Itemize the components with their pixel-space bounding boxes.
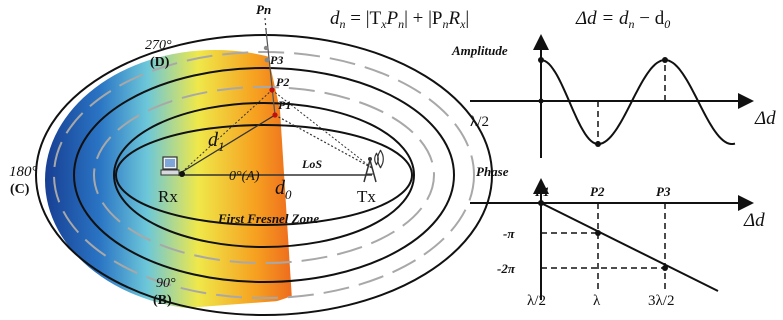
phase-point-p3 [662,265,668,271]
phase-label-p1: P1 [535,184,549,199]
phase-point-p2 [595,230,601,236]
p3-point [265,58,270,63]
phase-x-tick-1: λ/2 [527,293,546,309]
label-180: 180° [9,164,38,180]
label-fresnel-zone: First Fresnel Zone [217,211,319,226]
phase-tick-pi: -π [503,226,515,241]
label-zero: 0°(A) [229,169,260,184]
amp-x-label: Δd [754,108,776,129]
amp-point-min [595,141,601,147]
phase-x-tick-2: λ [593,293,601,309]
path-pn-dots [265,18,266,30]
label-270: 270° [145,38,172,53]
antenna-icon [364,150,383,182]
phase-point-p1 [538,200,544,206]
path-p1-tx [275,115,372,168]
label-tx: Tx [357,187,376,206]
p1-point [272,112,277,117]
rx-dot [179,171,185,177]
phase-tick-2pi: -2π [497,261,516,276]
label-D: (D) [150,55,170,70]
amplitude-plot: Amplitude λ/2 Δd [451,38,776,158]
amp-point-start [538,57,544,63]
label-los: LoS [301,157,322,171]
phase-x-tick-3: 3λ/2 [648,293,674,309]
phase-x-label: Δd [743,210,765,231]
label-p1: P1 [278,98,291,112]
phase-title: Phase [476,164,509,179]
p2-point [269,87,274,92]
label-d0: d0 [275,177,292,202]
pn-point [264,46,268,50]
label-p3: P3 [270,53,283,67]
label-90: 90° [156,276,176,291]
label-rx: Rx [158,187,178,206]
formula-dn: dn = |TxPn| + |PnRx| [330,8,469,31]
phase-plot: Phase P1 P2 P3 Δd -π -2π λ/2 λ 3λ/2 [470,164,765,309]
amp-title: Amplitude [451,43,508,58]
phase-line [541,203,718,291]
amp-point-max [662,57,668,63]
phase-color-region [45,50,385,310]
amp-origin [539,99,544,104]
label-p2: P2 [276,75,289,89]
amp-y-tick: λ/2 [470,114,489,130]
formula: dn = |TxPn| + |PnRx| Δd = dn − d0 [330,8,670,31]
phase-label-p3: P3 [656,184,671,199]
phase-label-p2: P2 [590,184,605,199]
label-pn: Pn [256,2,271,17]
fresnel-diagram: Pn 270° (D) P3 P2 P1 d1 LoS 180° (C) 0°(… [9,2,492,315]
label-C: (C) [10,182,30,197]
computer-icon [161,157,179,175]
label-B: (B) [153,293,172,308]
formula-delta: Δd = dn − d0 [575,8,670,31]
